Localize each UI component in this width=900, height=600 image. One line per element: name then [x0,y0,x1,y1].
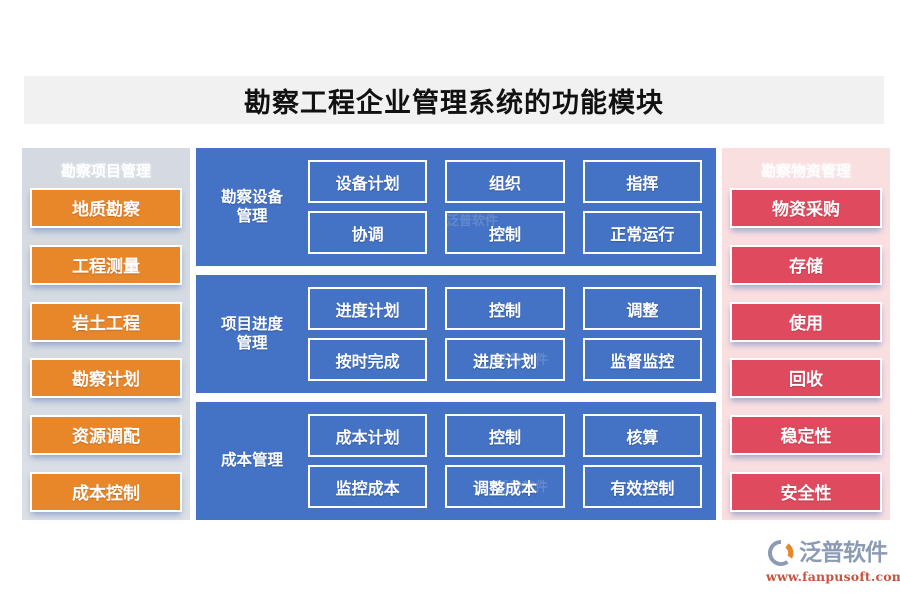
center-grid-cell[interactable]: 成本计划 [308,414,428,457]
center-grid-cell[interactable]: 监控成本 [308,465,428,508]
center-section: 泛普软件 成本管理 成本计划 控制 核算 监控成本 调整成本 有效控制 [196,402,716,520]
center-grid-cell[interactable]: 指挥 [582,160,702,203]
center-section-label: 成本管理 [196,451,308,470]
center-section-label-line2: 管理 [236,207,268,225]
center-grid-cell[interactable]: 控制 [445,211,565,254]
center-section-label: 勘察设备 管理 [196,188,308,227]
center-section: 泛普软件 勘察设备 管理 设备计划 组织 指挥 协调 控制 正常运行 [196,148,716,266]
left-panel-item[interactable]: 工程测量 [30,244,182,285]
right-panel-item[interactable]: 使用 [730,301,882,342]
center-grid-cell[interactable]: 调整成本 [445,465,565,508]
brand-url: www.fanpusoft.com [766,569,900,584]
right-panel-item[interactable]: 存储 [730,244,882,285]
left-panel-item[interactable]: 岩土工程 [30,301,182,342]
brand-name: 泛普软件 [799,540,888,566]
center-grid-cell[interactable]: 按时完成 [308,338,428,381]
left-panel-item[interactable]: 地质勘察 [30,188,182,228]
center-grid-cell[interactable]: 调整 [582,287,702,330]
left-panel-header: 勘察项目管理 [60,162,151,180]
right-panel-item[interactable]: 回收 [730,358,882,399]
center-grid-cell[interactable]: 协调 [308,211,428,254]
center-grid-cell[interactable]: 正常运行 [582,211,702,254]
center-section-label-line1: 勘察设备 [220,187,283,206]
center-grid-cell[interactable]: 进度计划 [308,287,428,330]
right-panel-item[interactable]: 稳定性 [730,415,882,456]
left-panel-item[interactable]: 资源调配 [30,415,182,456]
center-section: 泛普软件 项目进度 管理 进度计划 控制 调整 按时完成 进度计划 监督监控 [196,275,716,393]
center-module-panel: 泛普软件 勘察设备 管理 设备计划 组织 指挥 协调 控制 正常运行 泛普软件 … [196,148,716,520]
left-panel-item[interactable]: 勘察计划 [30,358,182,399]
right-panel-header: 勘察物资管理 [760,162,851,180]
center-grid-cell[interactable]: 组织 [445,160,565,203]
center-section-grid: 成本计划 控制 核算 监控成本 调整成本 有效控制 [308,402,716,520]
left-module-panel: 勘察项目管理 地质勘察 工程测量 岩土工程 勘察计划 资源调配 成本控制 [22,148,190,520]
center-section-label-line1: 成本管理 [220,451,283,470]
center-grid-cell[interactable]: 控制 [445,287,565,330]
center-section-label-line2: 管理 [236,334,268,352]
left-panel-item-list: 地质勘察 工程测量 岩土工程 勘察计划 资源调配 成本控制 [30,188,182,512]
center-section-grid: 设备计划 组织 指挥 协调 控制 正常运行 [308,148,716,266]
center-section-label: 项目进度 管理 [196,315,308,354]
right-module-panel: 勘察物资管理 物资采购 存储 使用 回收 稳定性 安全性 [722,148,890,520]
left-panel-item[interactable]: 成本控制 [30,471,182,512]
center-grid-cell[interactable]: 有效控制 [582,465,702,508]
page-title-banner: 勘察工程企业管理系统的功能模块 [24,76,884,124]
right-panel-item[interactable]: 物资采购 [730,188,882,228]
fanpu-swoosh-icon [766,538,796,568]
center-grid-cell[interactable]: 进度计划 [445,338,565,381]
center-grid-cell[interactable]: 设备计划 [308,160,428,203]
right-panel-item-list: 物资采购 存储 使用 回收 稳定性 安全性 [730,188,882,512]
right-panel-item[interactable]: 安全性 [730,471,882,512]
center-section-grid: 进度计划 控制 调整 按时完成 进度计划 监督监控 [308,275,716,393]
center-grid-cell[interactable]: 监督监控 [582,338,702,381]
center-grid-cell[interactable]: 核算 [582,414,702,457]
center-section-label-line1: 项目进度 [220,314,283,333]
center-grid-cell[interactable]: 控制 [445,414,565,457]
brand-logo-row: 泛普软件 [766,538,888,568]
page-title: 勘察工程企业管理系统的功能模块 [244,87,664,119]
brand-logo: 泛普软件 www.fanpusoft.com [766,538,900,586]
